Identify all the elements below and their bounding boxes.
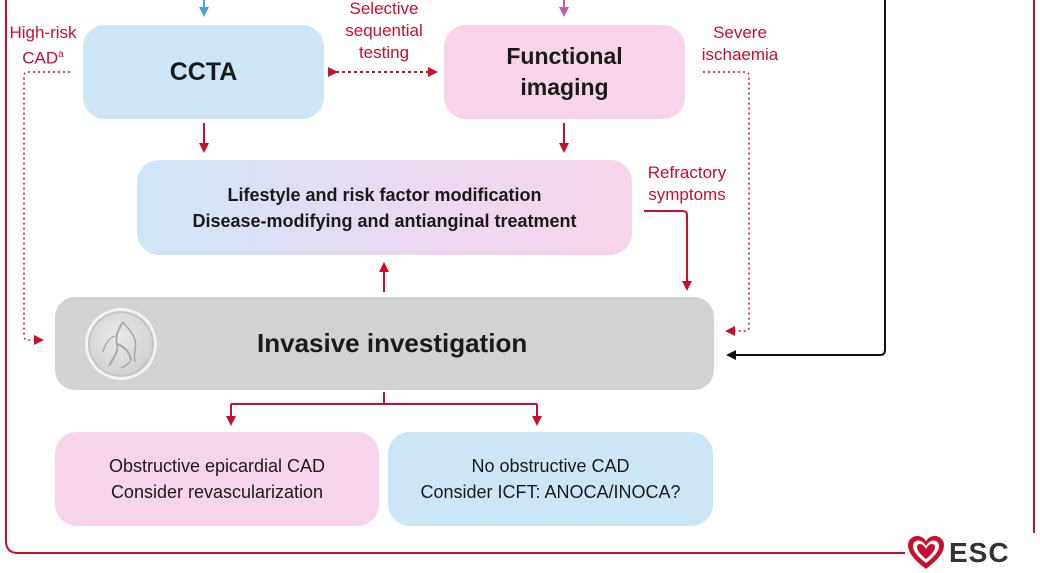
refractory-label-line2: symptoms (648, 185, 726, 204)
no-obstructive-line2: Consider ICFT: ANOCA/INOCA? (420, 482, 681, 502)
selective-label-line1: Selective (349, 0, 419, 18)
invasive-investigation-title: Invasive investigation (257, 328, 528, 358)
high-risk-cad-text: CAD (22, 48, 59, 68)
invasive-investigation-box: Invasive investigation (55, 297, 714, 390)
esc-logo-text: ESC (949, 537, 1010, 568)
arrow-refractory-path (644, 210, 692, 291)
treatment-box: Lifestyle and risk factor modification D… (137, 160, 632, 255)
obstructive-line1: Obstructive epicardial CAD (108, 456, 326, 476)
esc-heart-icon (908, 536, 944, 569)
high-risk-footnote-mark: a (58, 49, 64, 60)
selective-label-line3: testing (358, 43, 410, 62)
ccta-box: CCTA (83, 25, 324, 119)
arrow-outcome-split (230, 392, 538, 424)
refractory-label-line1: Refractory (647, 163, 727, 182)
high-risk-label-line2: CADa (0, 44, 86, 70)
no-obstructive-line1: No obstructive CAD (471, 456, 630, 476)
severe-label-line1: Severe (713, 23, 767, 42)
high-risk-cad-label: High-risk CADa (0, 22, 86, 70)
coronary-angiogram-icon (85, 308, 157, 380)
selective-testing-label: Selective sequential testing (332, 0, 436, 64)
esc-logo: ESC (907, 533, 1035, 573)
refractory-symptoms-label: Refractory symptoms (632, 162, 742, 206)
angiogram-vessels-icon (102, 321, 137, 369)
severe-label-line2: ischaemia (701, 45, 779, 64)
obstructive-line2: Consider revascularization (110, 482, 324, 502)
severe-ischaemia-label: Severe ischaemia (695, 22, 785, 66)
treatment-line2: Disease-modifying and antianginal treatm… (192, 210, 577, 231)
obstructive-cad-box: Obstructive epicardial CAD Consider reva… (55, 432, 379, 526)
high-risk-label-line1: High-risk (9, 23, 77, 42)
functional-imaging-box: Functional imaging (444, 25, 685, 119)
treatment-line1: Lifestyle and risk factor modification (227, 184, 542, 205)
functional-imaging-line1: Functional (506, 43, 623, 69)
functional-imaging-line2: imaging (520, 74, 609, 100)
ccta-title: CCTA (169, 57, 238, 86)
no-obstructive-cad-box: No obstructive CAD Consider ICFT: ANOCA/… (388, 432, 713, 526)
selective-label-line2: sequential (345, 21, 423, 40)
arrow-direct-invasive-path (726, 0, 886, 360)
